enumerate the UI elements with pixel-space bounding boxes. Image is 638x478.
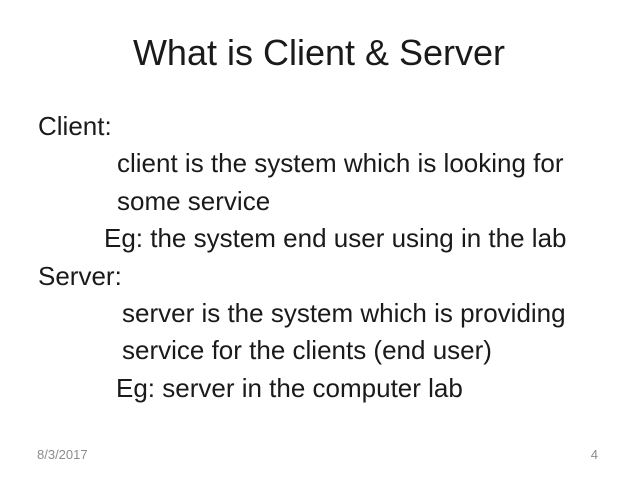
body-line-client-example: Eg: the system end user using in the lab: [104, 223, 567, 254]
slide-number: 4: [590, 447, 598, 462]
footer-date: 8/3/2017: [37, 447, 88, 462]
body-line-server-desc-2: service for the clients (end user): [122, 335, 492, 366]
body-line-server-desc-1: server is the system which is providing: [122, 298, 566, 329]
body-line-client-desc-1: client is the system which is looking fo…: [117, 148, 564, 179]
slide-body: Client: client is the system which is lo…: [0, 108, 638, 407]
body-line-server-heading: Server:: [38, 260, 122, 291]
body-line-client-desc-2: some service: [117, 185, 271, 216]
body-line-client-heading: Client:: [38, 111, 112, 141]
body-line-server-example: Eg: server in the computer lab: [116, 372, 463, 403]
slide-title: What is Client & Server: [132, 32, 506, 73]
